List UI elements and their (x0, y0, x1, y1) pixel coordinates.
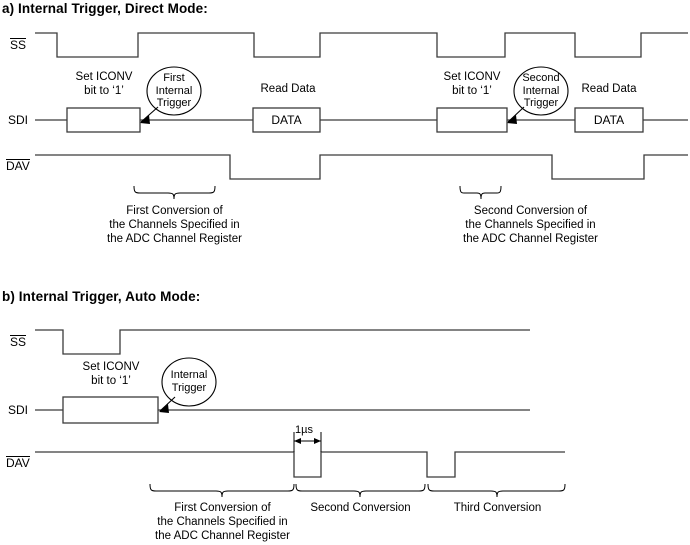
panel-b-first-conversion-caption-line-3: the ADC Channel Register (155, 530, 290, 542)
panel-a-signal-label-ss: SS (10, 38, 27, 52)
panel-b-third-conversion-caption-line-1: Third Conversion (453, 502, 542, 514)
panel-a-annotation-read-data-1: Read Data (238, 83, 338, 97)
panel-a-data-box-1-text: DATA (271, 113, 302, 127)
panel-a-bubble-1-text: First Internal Trigger (146, 72, 202, 110)
panel-b-first-conversion-caption-line-1: First Conversion of (174, 502, 271, 514)
panel-b-signal-label-sdi-text: SDI (8, 403, 29, 417)
panel-a-second-conversion-caption-line-2: the Channels Specified in (465, 219, 596, 231)
panel-b-second-conversion-caption-line-1: Second Conversion (310, 502, 411, 514)
panel-a-bubble-2-arrow-line (507, 106, 525, 123)
panel-b-signal-label-ss-text: SS (10, 335, 27, 349)
panel-b-bubble-line-2: Trigger (171, 381, 207, 394)
panel-a-bubble-2-arrow-head (507, 115, 517, 124)
panel-b-signal-label-dav-text: DAV (6, 456, 30, 470)
panel-a-bubble-1-line-2: Internal (155, 84, 193, 97)
panel-a-sdi-box-set-iconv-2 (436, 107, 508, 133)
panel-a-bubble-2-line-3: Trigger (523, 97, 559, 110)
panel-a-bubble-2-line-1: Second (522, 72, 560, 84)
panel-b-pulse-width-label: 1µs (295, 424, 313, 436)
panel-a-brace-1 (133, 185, 216, 200)
panel-b-measure-arrow-head-left (294, 438, 301, 444)
panel-a-signal-label-sdi-text: SDI (8, 113, 29, 127)
panel-b-sdi-box-set-iconv (62, 396, 159, 424)
panel-b-bubble-arrow-line (159, 396, 176, 412)
panel-a-signal-label-sdi: SDI (8, 113, 28, 127)
panel-a-bubble-1 (146, 66, 202, 116)
panel-a-second-conversion-caption-line-1: Second Conversion of (473, 205, 588, 217)
panel-b-first-conversion-caption: First Conversion of the Channels Specifi… (127, 501, 318, 543)
panel-a-first-conversion-caption-line-1: First Conversion of (126, 205, 223, 217)
panel-b-brace-2 (295, 483, 426, 498)
panel-a-first-conversion-caption-line-3: the ADC Channel Register (107, 233, 242, 245)
panel-a-annotation-set-iconv-1-line-2: bit to ‘1’ (84, 84, 124, 97)
panel-a-first-conversion-caption-line-2: the Channels Specified in (109, 219, 240, 231)
panel-a-brace-2 (459, 185, 502, 200)
panel-a-bubble-2-line-2: Internal (522, 84, 560, 97)
panel-b-annotation-set-iconv-line-1: Set ICONV (82, 361, 140, 373)
panel-a-bubble-2-text: Second Internal Trigger (511, 72, 571, 110)
panel-a-signal-label-dav: DAV (6, 159, 30, 173)
panel-a-bubble-1-arrow-head (140, 115, 150, 124)
panel-b-bubble-line-1: Internal (170, 369, 208, 381)
panel-b-first-conversion-caption-line-2: the Channels Specified in (157, 516, 288, 528)
panel-a-second-conversion-caption: Second Conversion of the Channels Specif… (435, 204, 626, 246)
panel-a-first-conversion-caption: First Conversion of the Channels Specifi… (79, 204, 270, 246)
panel-a-signal-label-dav-text: DAV (6, 159, 30, 173)
panel-b-bubble-internal-trigger (161, 357, 217, 407)
panel-a-ss-waveform (35, 32, 688, 58)
panel-a-bubble-1-line-3: Trigger (156, 97, 192, 110)
panel-a-annotation-set-iconv-2-line-2: bit to ‘1’ (452, 84, 492, 97)
panel-a-annotation-set-iconv-2: Set ICONV bit to ‘1’ (426, 71, 518, 98)
panel-b-brace-3 (427, 483, 566, 498)
panel-b-second-conversion-caption: Second Conversion (295, 501, 426, 515)
panel-b-bubble-text: Internal Trigger (160, 369, 218, 394)
panel-a-annotation-set-iconv-2-line-1: Set ICONV (443, 71, 501, 83)
panel-b-annotation-set-iconv-line-2: bit to ‘1’ (91, 374, 131, 387)
panel-b-measure-arrow-head-right (314, 438, 321, 444)
panel-b-brace-1 (149, 483, 295, 498)
panel-b-ss-waveform (35, 329, 530, 355)
panel-a-title: a) Internal Trigger, Direct Mode: (2, 1, 208, 16)
panel-a-bubble-1-line-1: First (163, 72, 185, 84)
panel-a-bubble-1-arrow-line (140, 106, 159, 123)
panel-a-dav-waveform (35, 154, 688, 180)
panel-b-third-conversion-caption: Third Conversion (432, 501, 563, 515)
panel-a-annotation-set-iconv-1-line-1: Set ICONV (75, 71, 133, 83)
panel-b-annotation-set-iconv: Set ICONV bit to ‘1’ (65, 361, 157, 388)
panel-b-bubble-arrow-head (159, 404, 169, 413)
panel-a-annotation-read-data-2: Read Data (559, 83, 659, 97)
panel-b-signal-label-dav: DAV (6, 456, 30, 470)
panel-a-data-box-2-text: DATA (593, 113, 625, 127)
panel-a-annotation-read-data-1-line-1: Read Data (260, 83, 316, 95)
panel-a-bubble-2 (513, 66, 569, 116)
panel-b-dav-waveform (35, 451, 565, 478)
panel-b-signal-label-ss: SS (10, 335, 27, 349)
panel-a-sdi-box-set-iconv-1 (66, 107, 141, 133)
panel-a-annotation-read-data-2-line-1: Read Data (581, 83, 637, 95)
panel-a-second-conversion-caption-line-3: the ADC Channel Register (463, 233, 598, 245)
panel-b-title: b) Internal Trigger, Auto Mode: (2, 289, 201, 304)
panel-a-annotation-set-iconv-1: Set ICONV bit to ‘1’ (58, 71, 150, 98)
panel-a-signal-label-ss-text: SS (10, 38, 27, 52)
panel-b-signal-label-sdi: SDI (8, 403, 28, 417)
